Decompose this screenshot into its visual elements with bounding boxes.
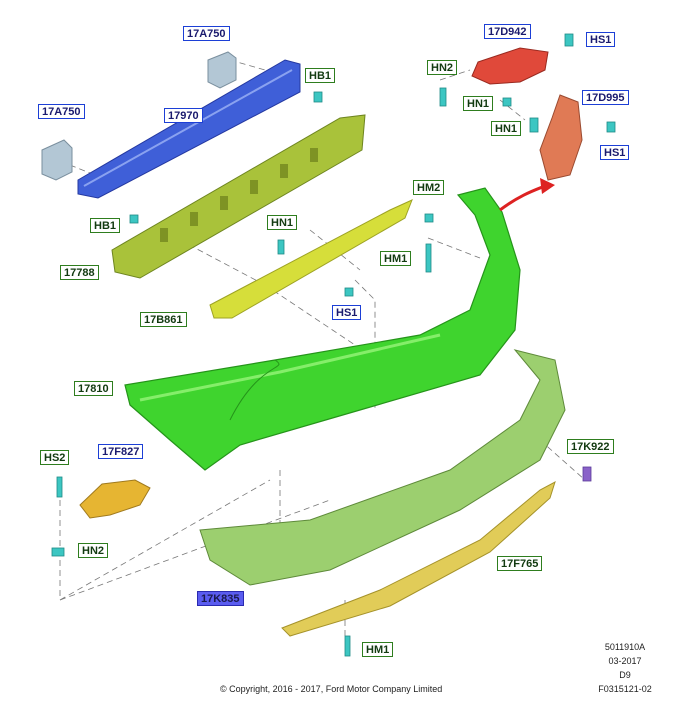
label-17788: 17788 (60, 265, 99, 280)
label-hn1-topb: HN1 (491, 121, 522, 136)
lower-absorber-17b861 (209, 199, 413, 319)
diagram-code-2: D9 (619, 670, 631, 680)
label-17k922: 17K922 (567, 439, 614, 454)
valance-17f765 (281, 480, 556, 637)
label-17k835: 17K835 (197, 591, 244, 606)
label-hs1-right: HS1 (600, 145, 630, 160)
label-hm1-bottom: HM1 (362, 642, 394, 657)
label-17970: 17970 (164, 108, 203, 123)
diagram-code-3: F0315121-02 (598, 684, 652, 694)
label-17d995: 17D995 (582, 90, 629, 105)
label-hm1-right: HM1 (380, 251, 412, 266)
label-hn2-bottom: HN2 (78, 543, 109, 558)
label-17f765: 17F765 (497, 556, 543, 571)
label-17a750-left: 17A750 (38, 104, 85, 119)
bracket-17f827 (79, 479, 151, 519)
diagram-code-1: 5011910A (604, 642, 646, 652)
reinforcement-beam-17970 (77, 59, 301, 199)
label-hb1-bottom: HB1 (90, 218, 121, 233)
clip-17k922 (582, 466, 592, 482)
label-17a750-top: 17A750 (183, 26, 230, 41)
lower-bumper-cover-17k835 (199, 349, 566, 586)
bracket-17a750-left (41, 139, 73, 181)
clips (51, 33, 616, 657)
label-hs1-topright: HS1 (586, 32, 616, 47)
label-hn1-topa: HN1 (463, 96, 494, 111)
bracket-17d942 (471, 47, 549, 85)
label-17b861: 17B861 (140, 312, 187, 327)
label-hm2: HM2 (413, 180, 445, 195)
label-hn2-top: HN2 (427, 60, 458, 75)
label-hb1-top: HB1 (305, 68, 336, 83)
label-hs1-mid: HS1 (332, 305, 362, 320)
diagram-date: 03-2017 (608, 656, 642, 666)
absorber-ribs (160, 148, 318, 242)
bracket-17d995 (539, 94, 583, 181)
label-17810: 17810 (74, 381, 113, 396)
bracket-17a750-top (207, 51, 237, 89)
label-17f827: 17F827 (98, 444, 144, 459)
label-hn1-mid: HN1 (267, 215, 298, 230)
label-hs2: HS2 (40, 450, 70, 465)
direction-arrow (499, 184, 546, 212)
label-17d942: 17D942 (484, 24, 531, 39)
energy-absorber-17788 (111, 114, 366, 279)
bumper-cover-17810 (124, 187, 521, 471)
copyright-text: © Copyright, 2016 - 2017, Ford Motor Com… (220, 684, 443, 694)
